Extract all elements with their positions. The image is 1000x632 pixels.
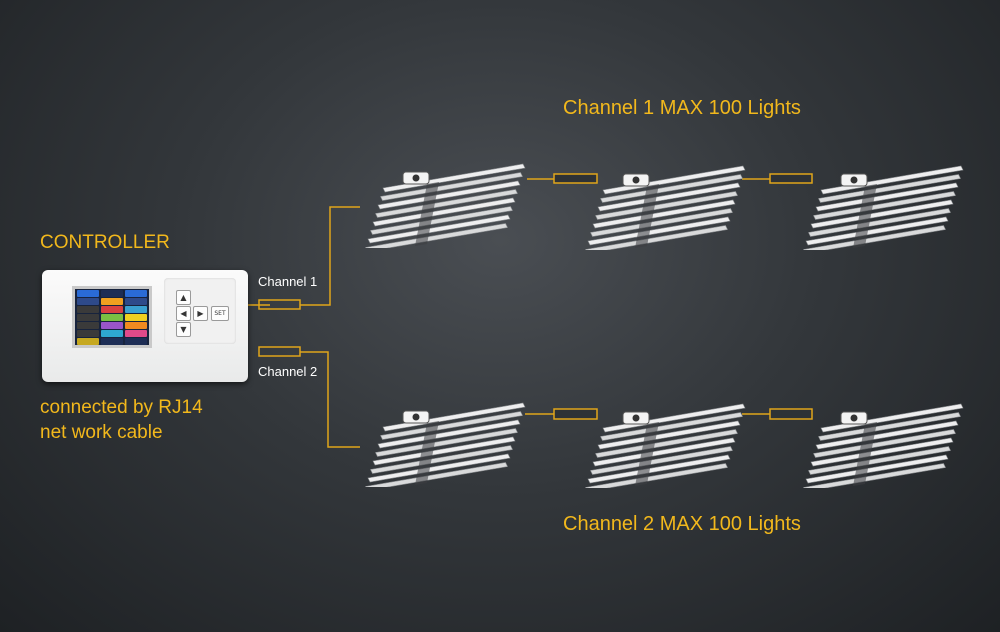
- light-bar: [602, 165, 746, 195]
- light-bar: [587, 454, 731, 484]
- channel2-connector: [258, 346, 301, 357]
- light-bar: [382, 163, 526, 193]
- light-bar: [370, 445, 513, 474]
- light-bar: [585, 463, 728, 488]
- light-bar: [600, 412, 743, 441]
- light-bar: [377, 180, 521, 210]
- light-bar: [808, 208, 951, 237]
- set-key[interactable]: SET: [211, 306, 229, 321]
- light-bar: [365, 462, 508, 487]
- grow-light: [365, 163, 526, 248]
- grow-light: [803, 403, 964, 488]
- light-bar: [810, 437, 954, 467]
- light-bar: [372, 436, 516, 466]
- light-bar: [590, 208, 733, 237]
- light-bar: [595, 429, 738, 458]
- light-bar: [380, 172, 523, 201]
- light-driver-strip: [635, 422, 659, 486]
- light-connector-port: [412, 413, 420, 421]
- light-bar: [818, 174, 961, 203]
- light-bar: [820, 165, 964, 195]
- light-bar: [805, 216, 949, 246]
- light-bar: [585, 225, 728, 250]
- light-connector-port: [632, 176, 640, 184]
- light-bar: [380, 411, 523, 440]
- light-bar: [808, 446, 951, 475]
- channel2-title: Channel 2 MAX 100 Lights: [563, 513, 801, 535]
- light-driver-strip: [415, 421, 439, 485]
- light-bar: [367, 214, 511, 244]
- light-bar: [810, 199, 954, 229]
- controller-keypad: ▲ ▼ ◀ ▶ SET: [164, 278, 236, 344]
- light-driver-strip: [635, 184, 659, 248]
- light-bar: [602, 403, 746, 433]
- light-bar: [370, 206, 513, 235]
- light-bar: [595, 191, 738, 220]
- light-bar: [592, 199, 736, 229]
- daisy-chain-connector: [769, 173, 813, 184]
- light-bar: [600, 174, 743, 203]
- light-bar: [597, 182, 741, 212]
- light-bar: [587, 216, 731, 246]
- light-connector-port: [632, 414, 640, 422]
- grow-light: [803, 165, 964, 250]
- light-bar: [377, 419, 521, 449]
- light-bar: [365, 223, 508, 248]
- light-bar: [815, 182, 959, 212]
- grow-light: [585, 165, 746, 250]
- light-bar: [815, 420, 959, 450]
- channel1-title: Channel 1 MAX 100 Lights: [563, 97, 801, 119]
- channel1-label: Channel 1: [258, 274, 318, 289]
- channel2-label: Channel 2: [258, 364, 318, 379]
- grow-light: [585, 403, 746, 488]
- light-bar: [818, 412, 961, 441]
- grow-light: [365, 402, 526, 487]
- light-driver-strip: [853, 422, 877, 486]
- light-bar: [805, 454, 949, 484]
- light-bar: [372, 197, 516, 227]
- cable-note-line: net work cable: [40, 422, 163, 443]
- light-connector-port: [850, 414, 858, 422]
- left-key[interactable]: ◀: [176, 306, 191, 321]
- up-key[interactable]: ▲: [176, 290, 191, 305]
- light-connector-port: [850, 176, 858, 184]
- right-key[interactable]: ▶: [193, 306, 208, 321]
- light-bar: [820, 403, 964, 433]
- controller-screen: [72, 286, 152, 348]
- light-bar: [813, 429, 956, 458]
- light-driver-strip: [853, 184, 877, 248]
- light-bar: [597, 420, 741, 450]
- light-bar: [590, 446, 733, 475]
- channel2-branch: [300, 351, 360, 448]
- cable-note: connected by RJ14 net work cable: [40, 395, 203, 445]
- light-connector-port: [412, 174, 420, 182]
- down-key[interactable]: ▼: [176, 322, 191, 337]
- daisy-chain-connector: [769, 408, 813, 420]
- daisy-chain-connector: [553, 408, 598, 420]
- light-bar: [803, 463, 946, 488]
- controller-device: ▲ ▼ ◀ ▶ SET: [42, 270, 248, 382]
- daisy-chain-connector: [553, 173, 598, 184]
- light-bar: [382, 402, 526, 432]
- light-driver-strip: [415, 182, 439, 246]
- channel1-branch: [300, 206, 360, 306]
- light-bar: [813, 191, 956, 220]
- light-bar: [367, 453, 511, 483]
- light-bar: [375, 428, 518, 457]
- light-bar: [375, 189, 518, 218]
- cable-note-line: connected by RJ14: [40, 397, 203, 418]
- light-bar: [592, 437, 736, 467]
- light-bar: [803, 225, 946, 250]
- controller-title: CONTROLLER: [40, 232, 170, 253]
